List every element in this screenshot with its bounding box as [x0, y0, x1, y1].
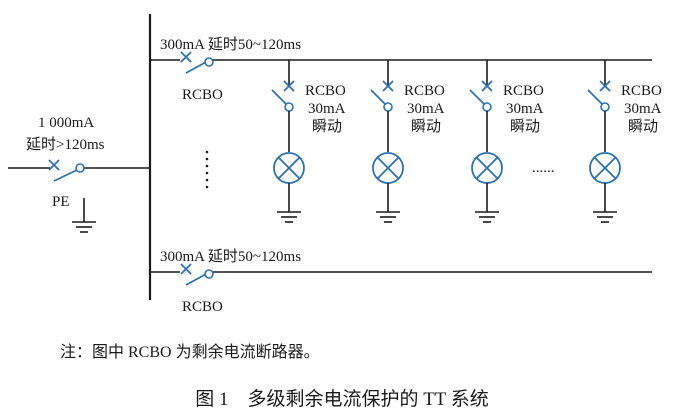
upper-feeder-breaker	[180, 51, 214, 74]
branch-2-mode: 瞬动	[411, 118, 441, 135]
lower-feeder-label: 300mA 延时50~120ms	[160, 248, 301, 265]
pe-earth	[72, 198, 96, 233]
branch-2	[370, 60, 404, 223]
branch-4	[587, 60, 621, 223]
branch-3-device: RCBO	[503, 83, 544, 99]
branch-4-device: RCBO	[621, 83, 662, 99]
main-rcd-breaker	[48, 159, 85, 182]
branch-1-mode: 瞬动	[312, 118, 342, 135]
loads-ellipsis: ......	[532, 160, 555, 176]
lower-feeder-device: RCBO	[182, 299, 223, 315]
branch-2-device: RCBO	[404, 83, 445, 99]
branch-1-device: RCBO	[305, 83, 346, 99]
main-breaker-rating: 1 000mA	[38, 115, 94, 131]
branch-4-mode: 瞬动	[628, 118, 658, 135]
branch-3	[469, 60, 503, 223]
branch-1-rating: 30mA	[308, 101, 346, 117]
upper-feeder-device: RCBO	[182, 87, 223, 103]
branch-1	[271, 60, 305, 223]
branch-4-rating: 30mA	[624, 101, 662, 117]
branch-3-mode: 瞬动	[510, 118, 540, 135]
pe-label: PE	[52, 194, 70, 210]
branch-2-rating: 30mA	[407, 101, 445, 117]
diagram-note: 注：图中 RCBO 为剩余电流断路器。	[60, 342, 320, 361]
lower-feeder-breaker	[180, 263, 214, 286]
upper-feeder-label: 300mA 延时50~120ms	[160, 36, 301, 53]
branch-3-rating: 30mA	[506, 101, 544, 117]
main-breaker-delay: 延时>120ms	[26, 136, 105, 153]
figure-caption: 图 1 多级剩余电流保护的 TT 系统	[195, 388, 489, 410]
vertical-continuation-dots	[205, 150, 209, 189]
